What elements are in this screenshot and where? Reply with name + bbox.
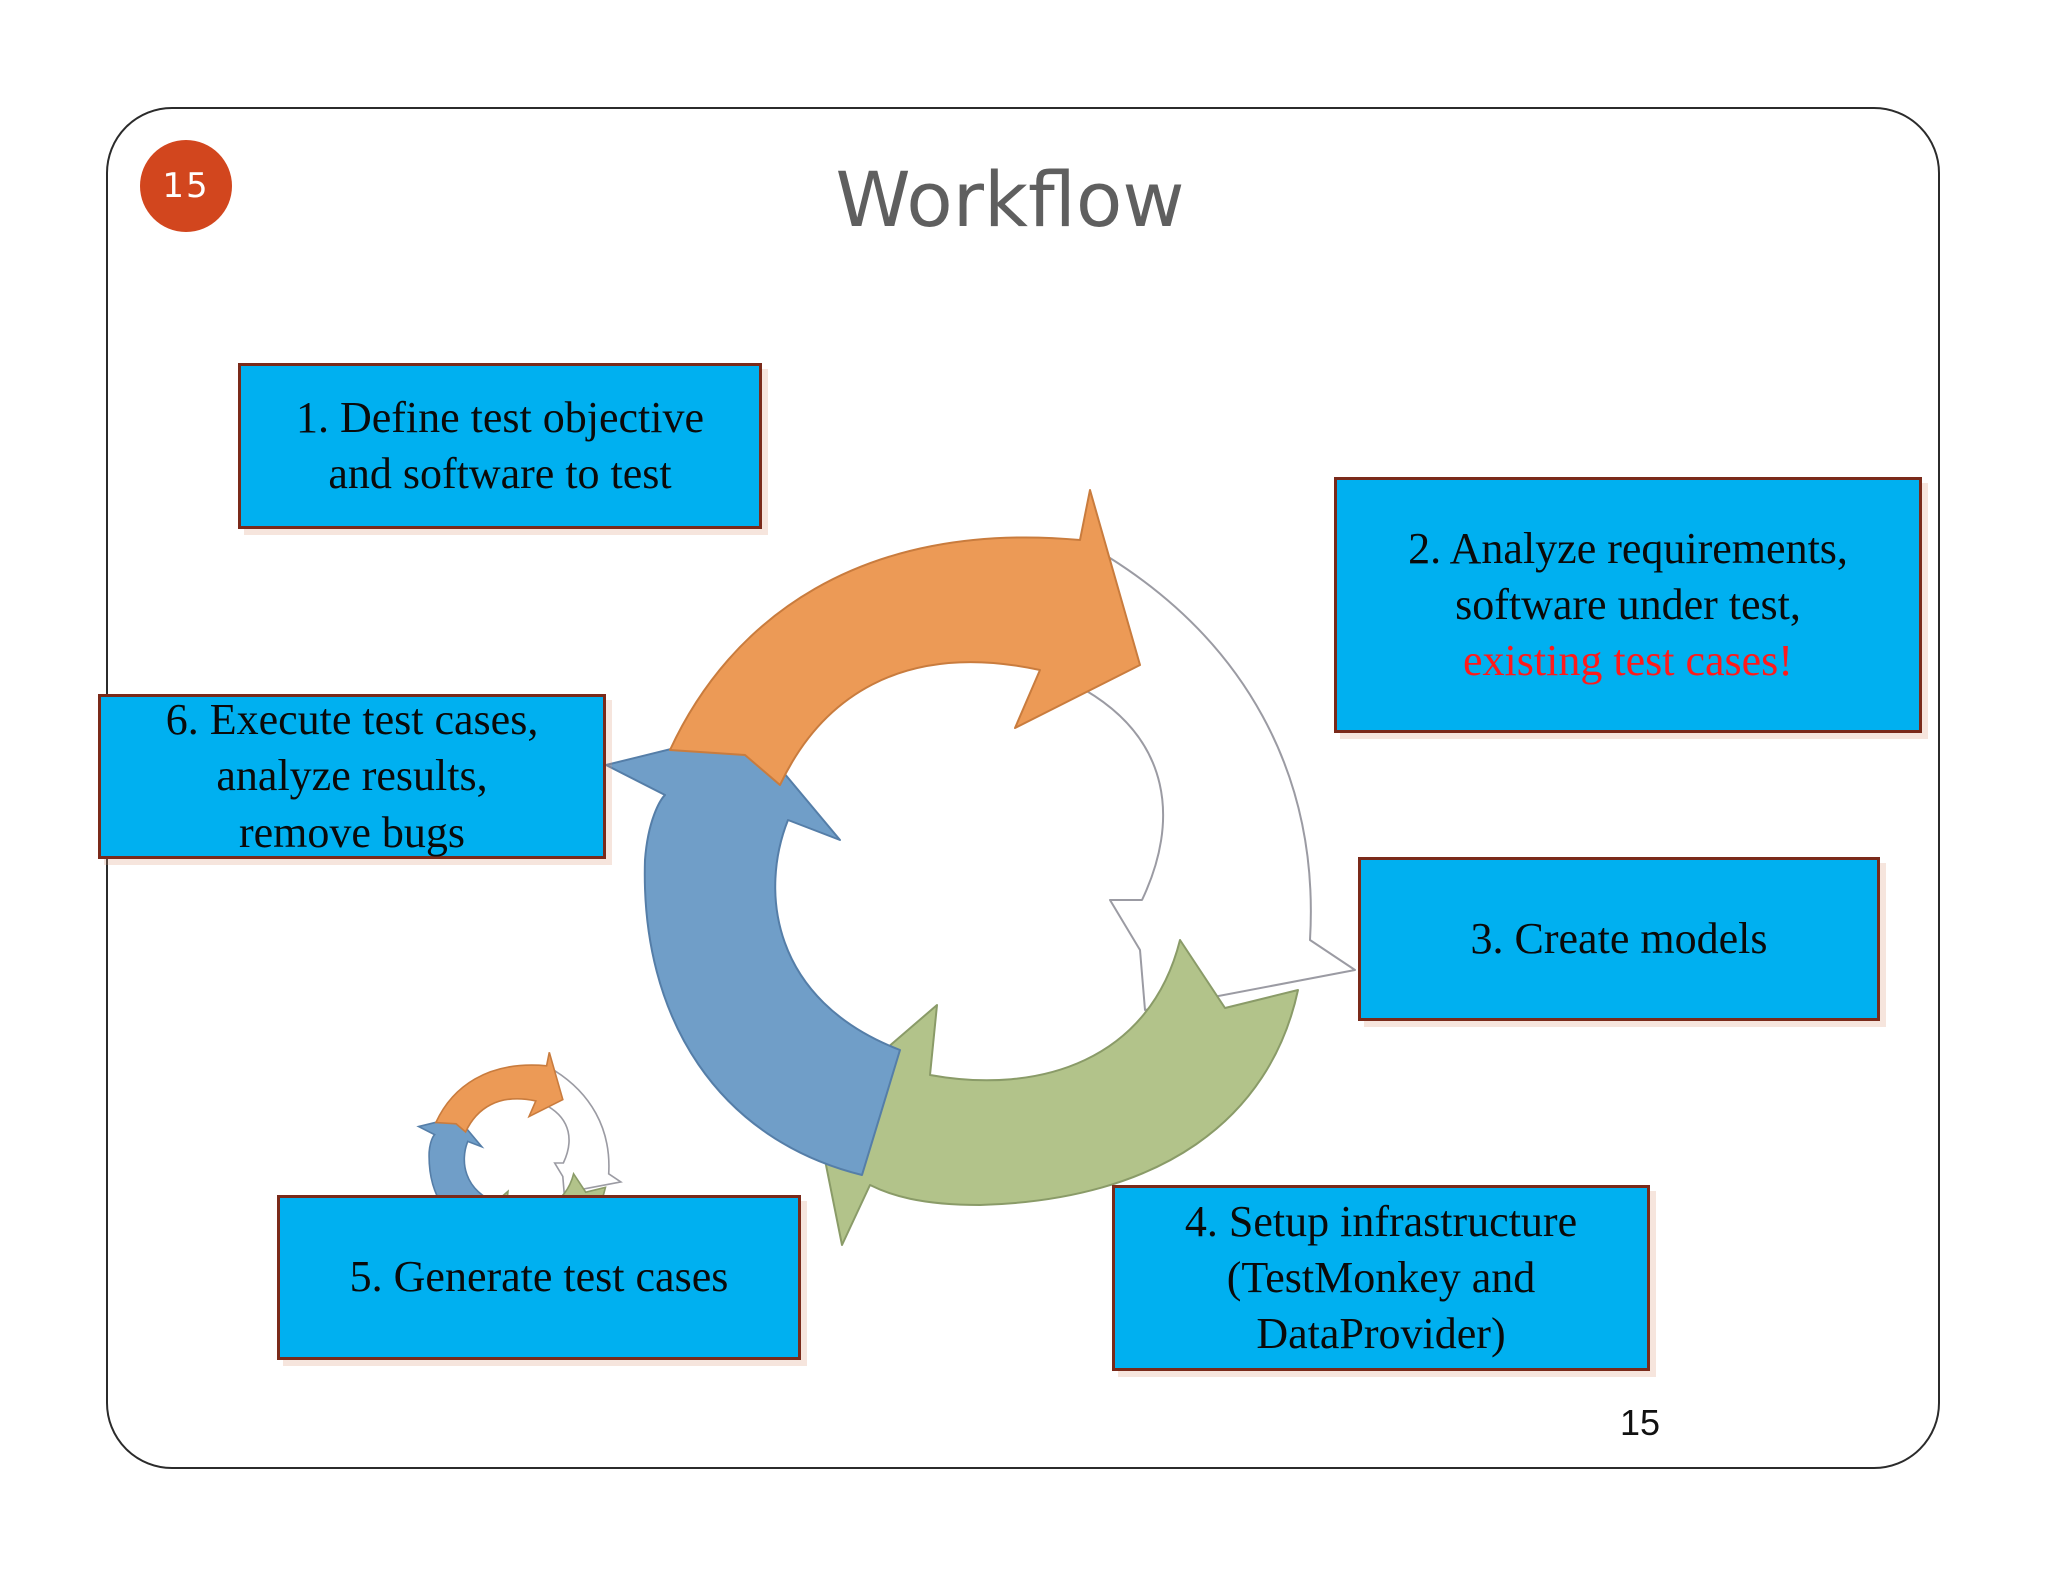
step-2-line-2: software under test,	[1455, 579, 1801, 629]
step-6-box: 6. Execute test cases, analyze results, …	[98, 694, 606, 859]
large-cycle	[605, 489, 1356, 1246]
step-1-line-1: 1. Define test objective	[295, 392, 705, 442]
step-6-line-3: remove bugs	[238, 807, 466, 857]
step-4-line-2: (TestMonkey and	[1226, 1252, 1536, 1302]
step-1-line-2: and software to test	[328, 449, 672, 498]
step-5-box: 5. Generate test cases	[277, 1195, 801, 1360]
step-2-line-1: 2. Analyze requirements,	[1408, 523, 1848, 573]
step-6-line-2: analyze results,	[216, 751, 488, 801]
step-2-box: 2. Analyze requirements, software under …	[1334, 477, 1922, 733]
step-3-line-1: 3. Create models	[1470, 913, 1768, 963]
cycle-arrow-white	[1084, 557, 1356, 1011]
cycle-arrow-blue	[605, 729, 901, 1176]
cycle-arrow-green	[814, 939, 1299, 1246]
slide-title: Workflow	[835, 155, 1185, 244]
step-5-line-1: 5. Generate test cases	[349, 1252, 729, 1302]
slide-number-badge: 15	[140, 140, 232, 232]
step-4-box: 4. Setup infrastructure (TestMonkey and …	[1112, 1185, 1650, 1371]
step-2-highlight: existing test cases!	[1463, 636, 1793, 686]
step-6-line-1: 6. Execute test cases,	[165, 695, 539, 745]
page-number: 15	[1620, 1402, 1661, 1443]
step-3-box: 3. Create models	[1358, 857, 1880, 1021]
step-4-line-1: 4. Setup infrastructure	[1184, 1196, 1578, 1246]
step-1-box: 1. Define test objective and software to…	[238, 363, 762, 529]
step-4-line-3: DataProvider)	[1256, 1309, 1506, 1359]
cycle-arrow-orange	[669, 489, 1141, 786]
